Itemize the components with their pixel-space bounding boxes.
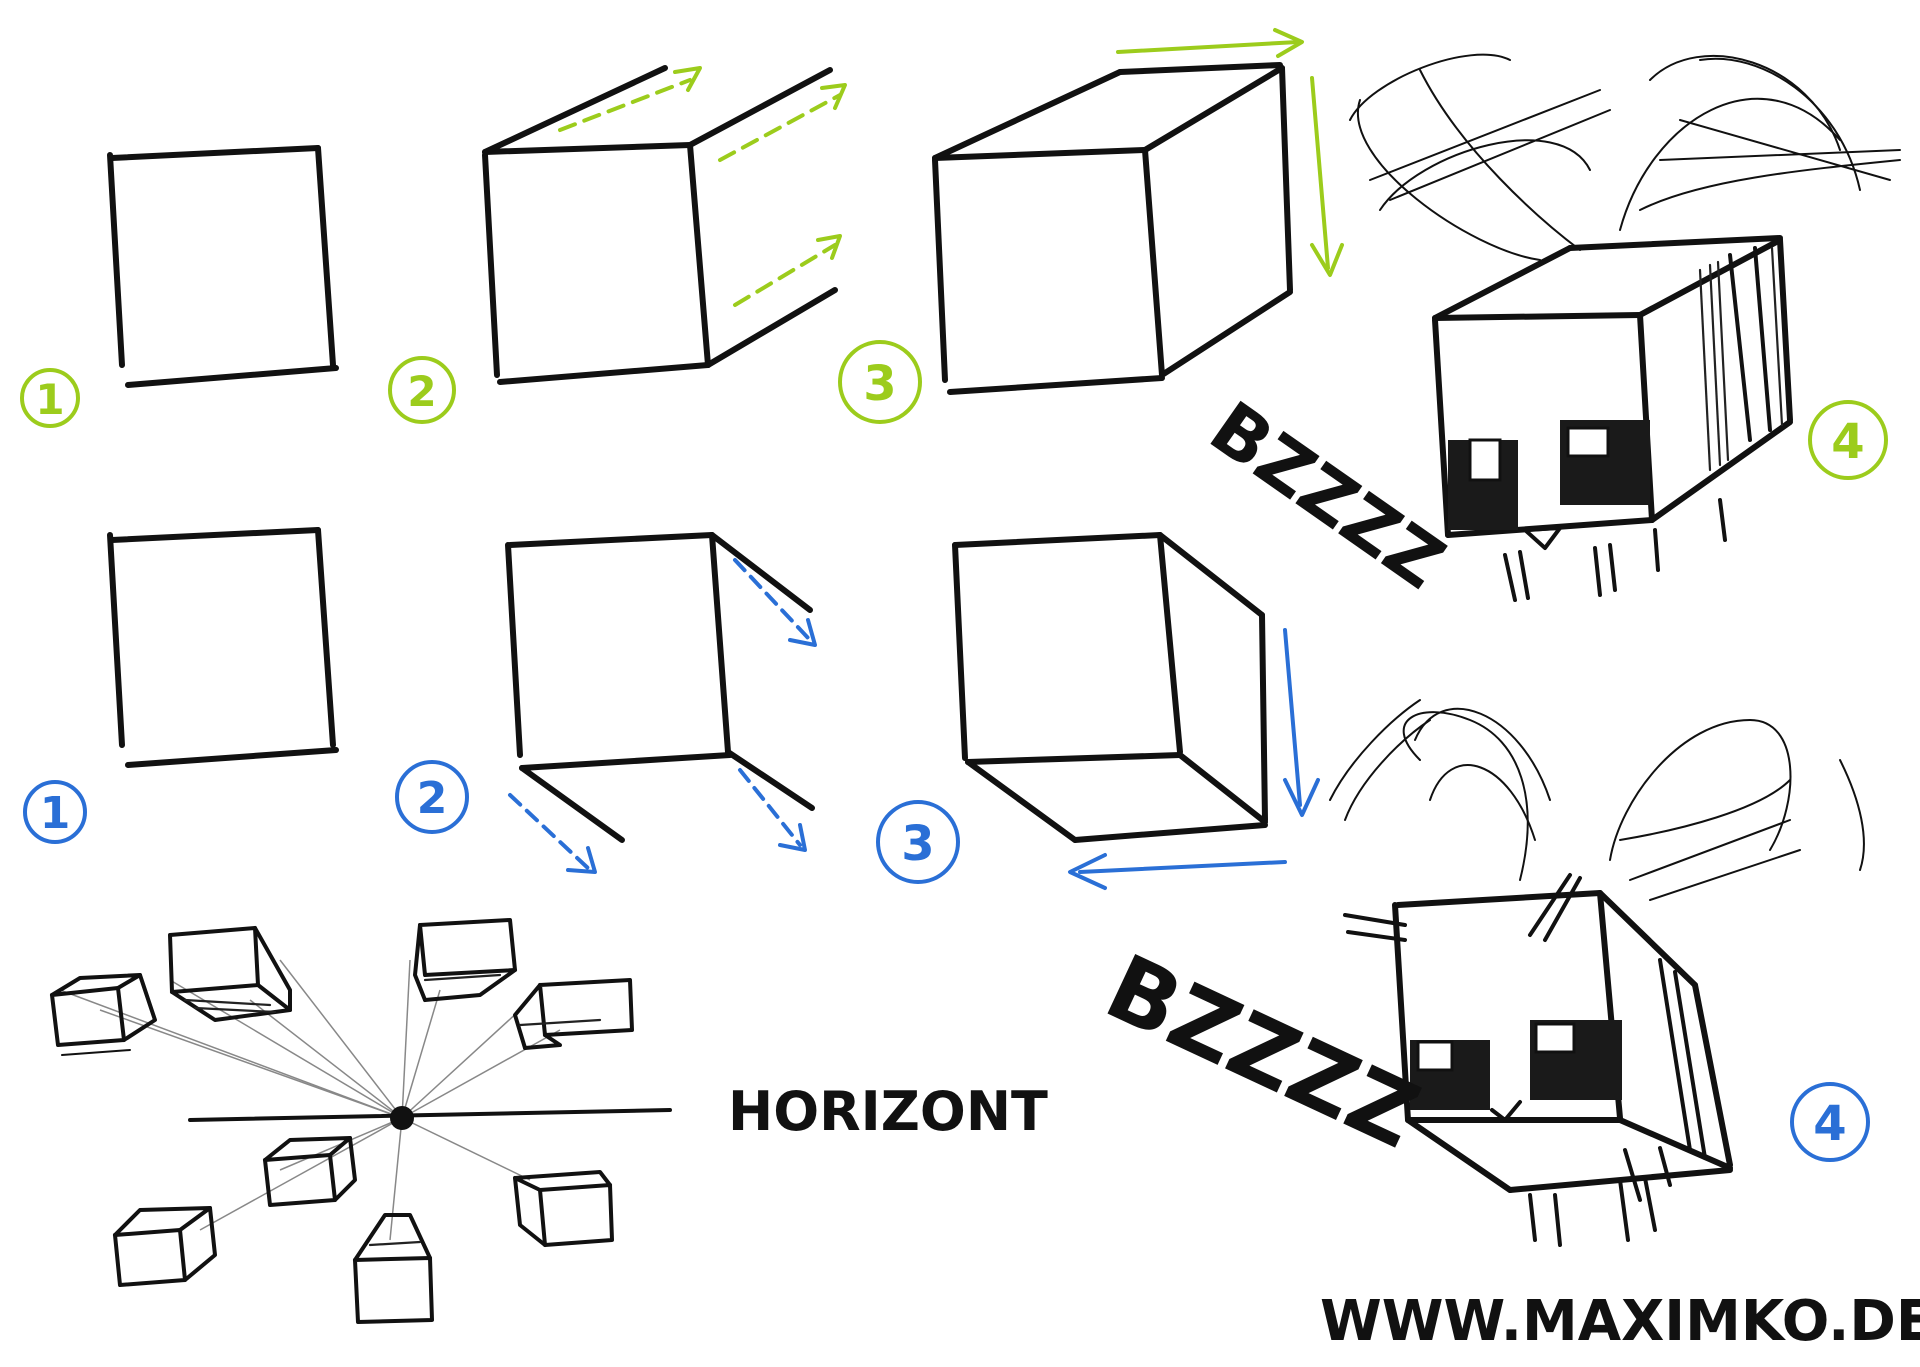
green-step3-badge: 3: [838, 340, 922, 424]
mini-cube-3: [413, 918, 517, 1002]
mini-cube-8: [513, 1170, 614, 1247]
green-step3-number: 3: [863, 356, 896, 412]
blue-step2-arrows: [508, 558, 817, 874]
blue-bee-wings: [1329, 699, 1865, 901]
mini-cube-6: [113, 1206, 217, 1287]
mini-cube-5: [263, 1136, 357, 1207]
green-bee: [1349, 53, 1901, 602]
blue-bee-legs: [1528, 1146, 1672, 1247]
green-bee-eyes: [1448, 420, 1650, 550]
blue-step2-number: 2: [417, 773, 448, 824]
green-bee-legs: [1503, 498, 1727, 602]
blue-bee-body: [1392, 890, 1733, 1193]
green-step1-number: 1: [35, 375, 64, 424]
green-step3-arrows: [1116, 28, 1344, 277]
green-bee-sound: BZZZZ: [1195, 385, 1459, 605]
blue-step4-number: 4: [1813, 1096, 1846, 1152]
green-step3-cube: [932, 62, 1293, 395]
green-step1-badge: 1: [20, 368, 80, 428]
blue-step1-badge: 1: [23, 780, 87, 844]
green-step2-arrows: [558, 66, 847, 307]
blue-step3-arrows: [1068, 628, 1320, 890]
green-step1-square: [107, 145, 339, 388]
blue-step3-number: 3: [901, 816, 934, 872]
green-bee-stripes-hatch: [1698, 246, 1784, 472]
blue-bee-sound: BZZZZ: [1091, 935, 1434, 1169]
blue-step1-number: 1: [40, 788, 71, 839]
blue-bee-eyes: [1410, 1020, 1622, 1122]
website-url: WWW.MAXIMKO.DE: [1320, 1289, 1920, 1354]
green-step4-badge: 4: [1808, 400, 1888, 480]
horizon-line: [188, 1108, 672, 1122]
blue-row: 1 2: [23, 527, 1870, 1247]
horizon-label: HORIZONT: [728, 1080, 1048, 1143]
mini-cube-1: [50, 973, 157, 1056]
green-step2-number: 2: [407, 367, 436, 416]
blue-step2-cube: [505, 532, 815, 843]
horizon-demo: HORIZONT: [50, 918, 1048, 1324]
green-row: 1 2: [20, 28, 1901, 605]
blue-bee-antennae: [1343, 873, 1582, 942]
blue-step3-badge: 3: [876, 800, 960, 884]
green-bee-wings: [1349, 53, 1901, 261]
mini-cube-7: [353, 1213, 434, 1324]
mini-cube-2: [168, 926, 292, 1022]
blue-step4-badge: 4: [1790, 1082, 1870, 1162]
vanishing-point: [390, 1106, 414, 1130]
green-step4-number: 4: [1831, 414, 1864, 470]
green-bee-body: [1432, 235, 1793, 538]
blue-bee: [1329, 699, 1865, 1247]
blue-step2-badge: 2: [395, 760, 469, 834]
green-step2-cube: [482, 65, 838, 385]
perspective-rays: [59, 959, 561, 1241]
blue-step1-square: [107, 527, 339, 768]
green-step2-badge: 2: [388, 356, 456, 424]
blue-step3-cube: [952, 532, 1268, 843]
mini-cube-4: [513, 978, 634, 1050]
